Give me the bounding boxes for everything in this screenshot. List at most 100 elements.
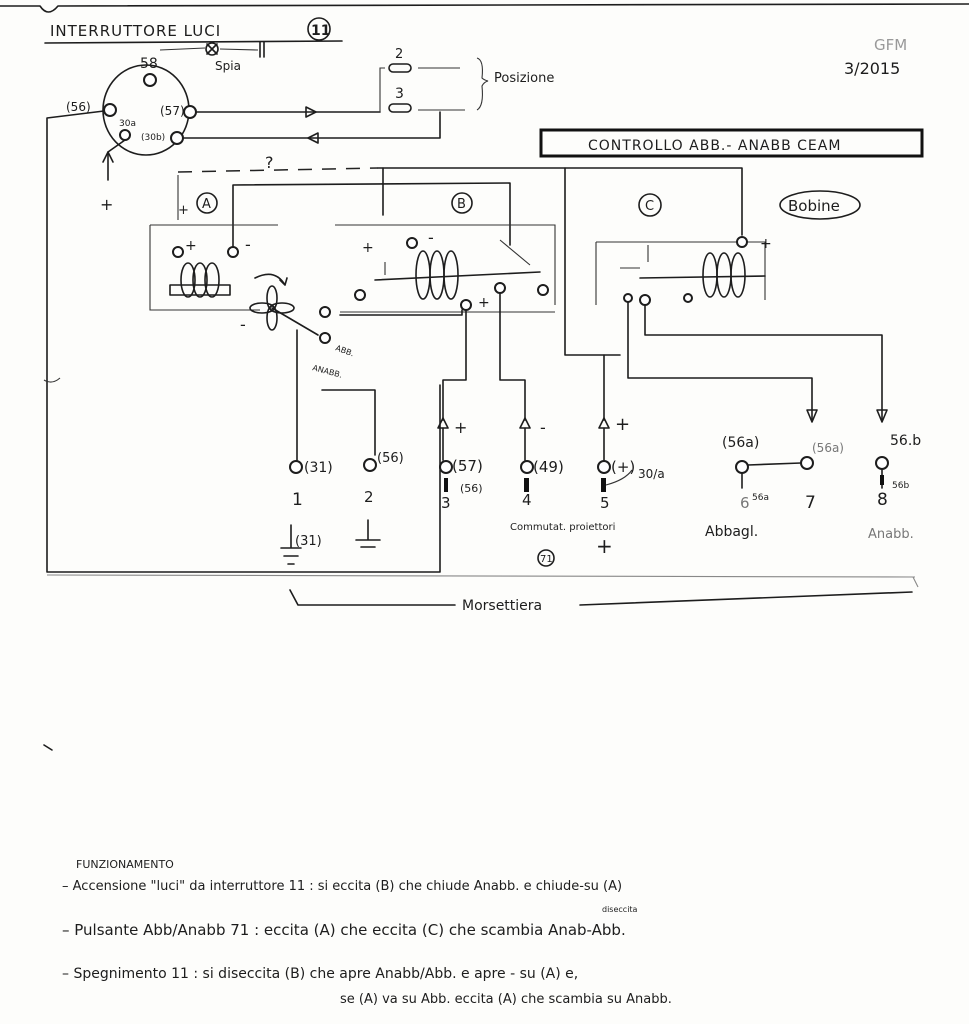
terminal-30b-label: (30b)	[141, 133, 165, 143]
terminal-block-bracket	[289, 589, 913, 606]
note-line-4: se (A) va su Abb. eccita (A) che scambia…	[340, 992, 672, 1007]
relay-c-plus: +	[760, 236, 772, 252]
terminal-30a-label: 30a	[119, 119, 136, 129]
terminal-3-polarity: +	[454, 418, 467, 437]
commutator-badge	[537, 549, 555, 567]
relay-b-contact-plus: +	[478, 295, 490, 311]
terminal-6-num: 6	[740, 494, 750, 512]
title-number: 11	[311, 23, 330, 39]
relay-b-label: B	[457, 197, 466, 212]
relay-a-coil-plus: +	[185, 238, 197, 254]
scan-top-edge	[0, 3, 969, 13]
terminal-5-sub: 30/a	[638, 467, 665, 481]
relay-b-contact-4[interactable]	[537, 284, 549, 296]
relay-a-plus: +	[178, 203, 189, 218]
terminal-5[interactable]	[597, 460, 611, 474]
relay-b-coil	[374, 239, 541, 300]
switch-terminal-58[interactable]	[143, 73, 157, 87]
relay-a-contact-abb[interactable]	[319, 332, 331, 344]
relay-a-outputs	[296, 309, 463, 461]
switch-terminal-30b[interactable]	[170, 131, 184, 145]
terminal-6[interactable]	[735, 460, 749, 474]
relay-frames	[149, 224, 766, 313]
commutator-label: Commutat. proiettori	[510, 522, 615, 533]
terminal-2[interactable]	[363, 458, 377, 472]
terminal-7-num: 7	[805, 493, 816, 513]
terminal-1[interactable]	[289, 460, 303, 474]
relay-b-contact-1[interactable]	[354, 289, 366, 301]
note-line-3: – Spegnimento 11 : si diseccita (B) che …	[62, 966, 578, 982]
controllo-title-box	[539, 128, 924, 158]
stray-mark	[43, 744, 53, 751]
ground-label: (31)	[295, 534, 322, 549]
wire-crossing	[43, 377, 61, 383]
switch-terminal-56[interactable]	[103, 103, 117, 117]
terminal-7-code: (56a)	[812, 441, 844, 455]
terminal-8-sub: 56b	[892, 481, 909, 491]
dashed-unknown-wire	[177, 167, 379, 173]
relay-b-badge	[451, 192, 473, 214]
author-initials: GFM	[874, 36, 907, 54]
coils-label: Bobine	[788, 197, 840, 215]
position-brace	[476, 57, 489, 111]
relay-a-contact-anabb[interactable]	[319, 306, 331, 318]
dipped-beam-label: Abbagl.	[705, 524, 758, 540]
relay-b-contact-3[interactable]	[494, 282, 506, 294]
coils-badge	[779, 190, 861, 220]
relay-c-contact-2[interactable]	[639, 294, 651, 306]
terminal-3[interactable]	[439, 460, 453, 474]
relay-b-outputs	[442, 292, 526, 421]
arrow-left-icon	[307, 132, 319, 144]
terminal-4[interactable]	[520, 460, 534, 474]
switch-title: INTERRUTTORE LUCI	[50, 22, 221, 40]
unknown-mark: ?	[265, 153, 274, 172]
relay-a-terminal-minus[interactable]	[227, 246, 239, 258]
relay-c-terminal-plus[interactable]	[736, 236, 748, 248]
terminal-56-label: (56)	[66, 100, 91, 114]
terminal-block-label: Morsettiera	[462, 598, 542, 614]
note-line-1: – Accensione "luci" da interruttore 11 :…	[62, 879, 622, 894]
relay-a-rotary-contact	[249, 273, 319, 336]
terminal-4-num: 4	[522, 491, 532, 509]
relay-a-coil-minus: -	[245, 235, 251, 254]
anabb-label: ANABB.	[311, 363, 343, 380]
terminal-5-callout	[605, 469, 633, 486]
relay-a-badge	[196, 192, 218, 214]
terminal-58-label: 58	[140, 56, 158, 72]
feed-plus: +	[100, 195, 113, 214]
note-line-2: – Pulsante Abb/Anabb 71 : eccita (A) che…	[62, 921, 626, 939]
switch-terminal-30a[interactable]	[119, 129, 131, 141]
terminal-57-label: (57)	[160, 104, 185, 118]
relay-a-label: A	[202, 197, 211, 212]
arrow-up-icon	[102, 151, 114, 163]
position-wire	[379, 67, 385, 112]
title-number-circle	[307, 17, 331, 41]
switch-terminal-57[interactable]	[183, 105, 197, 119]
relay-c-contact-1[interactable]	[623, 293, 633, 303]
terminal-8-code: 56.b	[890, 433, 921, 449]
relay-a-terminal-plus[interactable]	[172, 246, 184, 258]
lamp-label: Spia	[215, 59, 241, 73]
relay-b-contact-2[interactable]	[460, 299, 472, 311]
relay-b-terminal-minus[interactable]	[406, 237, 418, 249]
relay-c-contact-3[interactable]	[683, 293, 693, 303]
terminal-4-code: (49)	[533, 458, 564, 476]
abb-label: ABB.	[334, 343, 355, 358]
controllo-title: CONTROLLO ABB.- ANABB CEAM	[588, 138, 841, 154]
battery-icon	[206, 41, 265, 58]
relay-c-coil	[620, 245, 766, 298]
note-annotation: diseccita	[602, 905, 638, 914]
main-beam-label: Anabb.	[868, 527, 914, 542]
terminal-6-code: (56a)	[722, 435, 759, 451]
terminal-8[interactable]	[875, 456, 889, 470]
lamp-wire	[159, 47, 259, 51]
relay-a-rotary-minus: -	[240, 315, 246, 334]
terminal-4-polarity: -	[540, 418, 546, 437]
terminal-3-num: 3	[441, 494, 451, 512]
wire-relay-a-b	[232, 182, 511, 249]
terminal-5-num: 5	[600, 494, 610, 512]
terminal-7[interactable]	[800, 456, 814, 470]
commutator-plus: +	[596, 534, 613, 558]
position-fuse-3	[388, 103, 412, 113]
terminal-3-sub: (56)	[460, 482, 483, 495]
